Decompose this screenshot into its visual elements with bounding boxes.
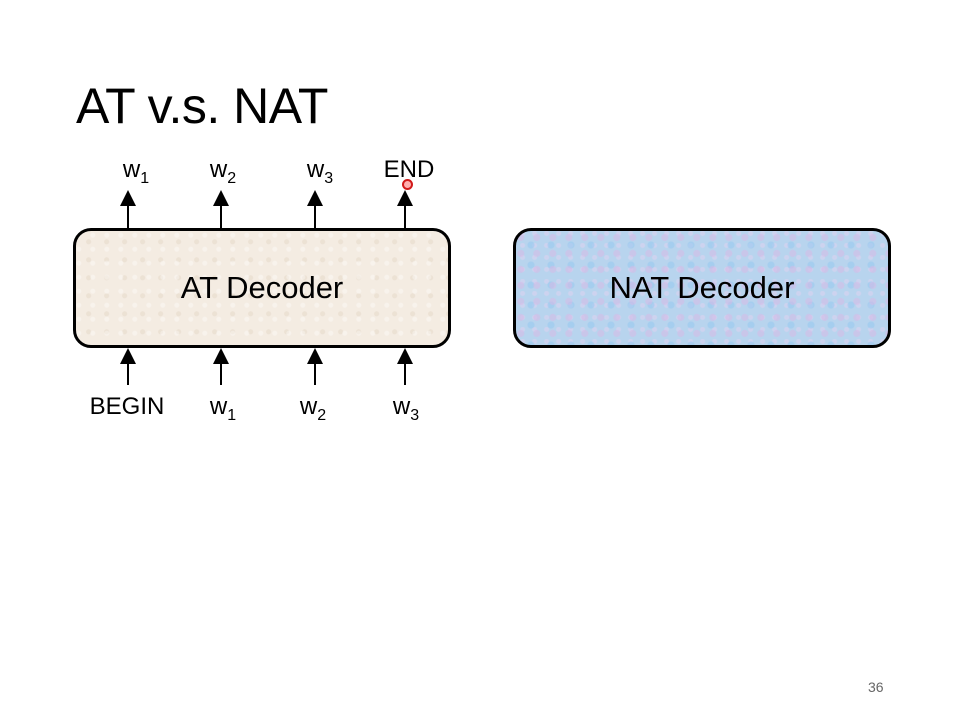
at-input-token-3: w3 [392, 393, 420, 424]
nat-decoder-label: NAT Decoder [609, 270, 795, 305]
at-input-token-begin: BEGIN [89, 393, 165, 420]
at-input-token-1: w1 [209, 393, 237, 424]
at-input-token-2: w2 [299, 393, 327, 424]
page-number: 36 [868, 679, 884, 695]
slide-title: AT v.s. NAT [76, 78, 328, 134]
pointer-cursor-icon [402, 179, 413, 190]
at-output-token-end: END [383, 156, 435, 183]
at-decoder-label: AT Decoder [180, 270, 344, 305]
at-output-token-2: w2 [209, 156, 237, 187]
at-output-token-3: w3 [306, 156, 334, 187]
nat-decoder-box: NAT Decoder [513, 228, 891, 348]
at-output-token-1: w1 [122, 156, 150, 187]
at-decoder-box: AT Decoder [73, 228, 451, 348]
